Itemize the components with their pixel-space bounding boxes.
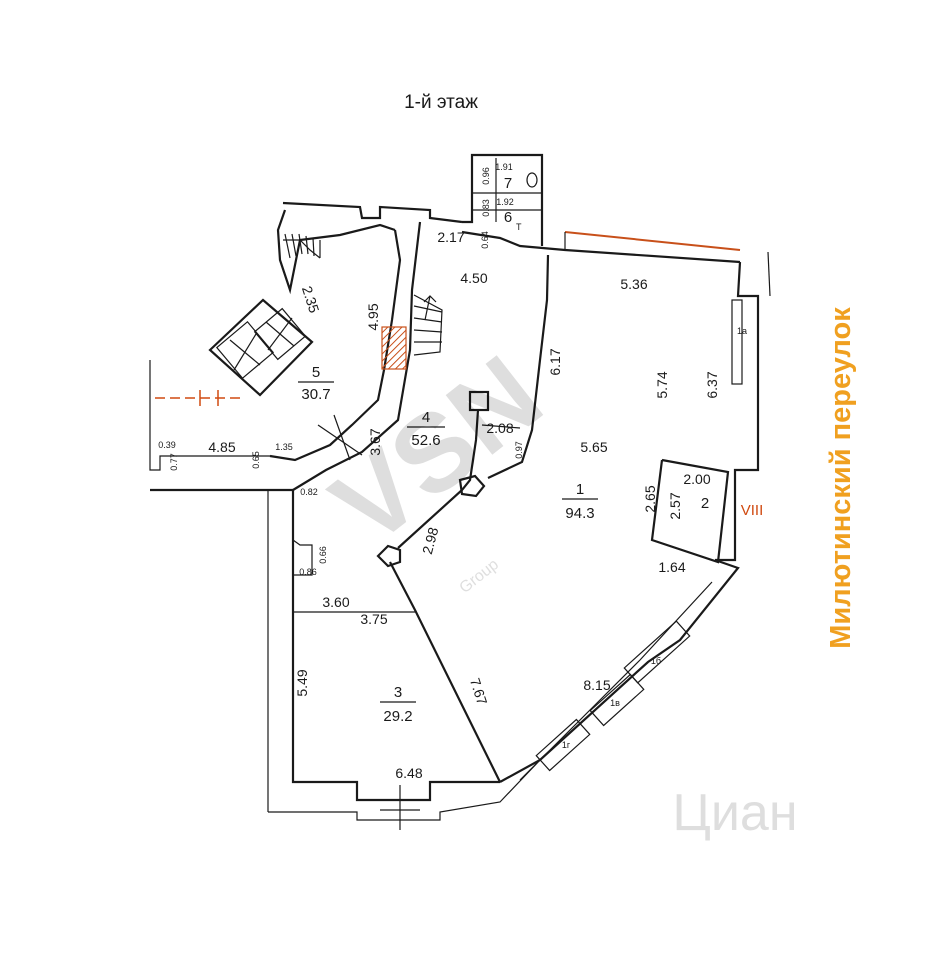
dimension-label: 0.65	[251, 451, 261, 469]
dimension-label: 5.36	[620, 276, 647, 292]
interior-walls	[155, 209, 743, 830]
room-5-area: 30.7	[301, 386, 330, 403]
dimension-label: 6.48	[395, 765, 422, 781]
room-5-number: 5	[312, 364, 320, 381]
dimension-label: 1г	[562, 740, 571, 750]
dimension-label: 1.35	[275, 442, 293, 452]
dimension-label: 2.98	[419, 525, 442, 556]
room-3-number: 3	[394, 684, 402, 701]
dimension-label: 1.92	[496, 197, 514, 207]
room-1-area: 94.3	[565, 505, 594, 522]
dimension-label: 1в	[610, 698, 620, 708]
watermark: VSN Group Циан	[310, 332, 798, 842]
dimension-label: 0.82	[300, 487, 318, 497]
dimension-label: 4.85	[208, 439, 235, 455]
dimension-label: 8.15	[583, 677, 610, 693]
dimension-label: 3.67	[367, 428, 383, 455]
dimension-label: 6.37	[704, 371, 720, 398]
room-1-number: 1	[576, 481, 584, 498]
dimension-label: 2.17	[437, 229, 464, 245]
room-3-area: 29.2	[383, 708, 412, 725]
dimension-label: 6.17	[547, 348, 563, 375]
dimension-label: 4.95	[365, 303, 381, 330]
dimension-label: 1а	[737, 326, 747, 336]
dimension-label: 0.86	[299, 567, 317, 577]
room-6-number: 6	[504, 209, 512, 226]
dimension-label: 0.97	[514, 441, 524, 459]
watermark-cian: Циан	[672, 784, 797, 842]
dimension-label: 5.49	[294, 669, 310, 696]
dimension-label: 0.64	[480, 231, 490, 249]
dimension-label: 0.39	[158, 440, 176, 450]
street-name: Милютинский переулок	[825, 307, 857, 649]
dimension-label: 0.83	[481, 199, 491, 217]
dimension-label: 2.00	[683, 471, 710, 487]
dimension-label: 0.96	[481, 167, 491, 185]
room-4-number: 4	[422, 409, 430, 426]
dimension-label: 1.91	[495, 162, 513, 172]
dimension-label: 2.65	[642, 485, 658, 512]
dimension-label: 2.35	[299, 284, 323, 315]
dimension-label: 3.60	[322, 594, 349, 610]
dimension-label: 5.65	[580, 439, 607, 455]
watermark-sub: Group	[456, 556, 502, 597]
hatched-wall	[381, 326, 407, 370]
dimension-label: 0.77	[169, 453, 179, 471]
dimension-label: 5.74	[654, 371, 670, 398]
dimension-label: 3.75	[360, 611, 387, 627]
dimension-label: 2.08	[486, 420, 513, 436]
room-4-area: 52.6	[411, 432, 440, 449]
dimension-label: 1.64	[658, 559, 685, 575]
dimension-label: 1б	[651, 656, 661, 666]
dimension-label: 0.66	[318, 546, 328, 564]
dimension-label: 7.67	[467, 676, 491, 707]
dimension-label: 2.57	[667, 492, 683, 519]
toilet-icon	[526, 172, 538, 188]
stairs-upper-left	[283, 233, 321, 259]
room-2-number: 2	[701, 495, 709, 512]
floor-title: 1-й этаж	[404, 92, 478, 113]
wc-mark: Т	[516, 222, 522, 232]
stairs-room-4	[413, 294, 443, 356]
window-labels: 1а 1б 1в 1г	[562, 326, 747, 750]
room-labels: 1 94.3 2 3 29.2 4 52.6 5 30.7 6 7 Т	[298, 172, 709, 725]
dimension-labels: 2.17 4.50 5.36 6.17 5.74 6.37 5.65 2.35 …	[158, 162, 720, 781]
elevator-shafts	[208, 298, 314, 397]
room-7-number: 7	[504, 175, 512, 192]
facade-label: VIII	[741, 502, 764, 519]
dimension-label: 4.50	[460, 270, 487, 286]
